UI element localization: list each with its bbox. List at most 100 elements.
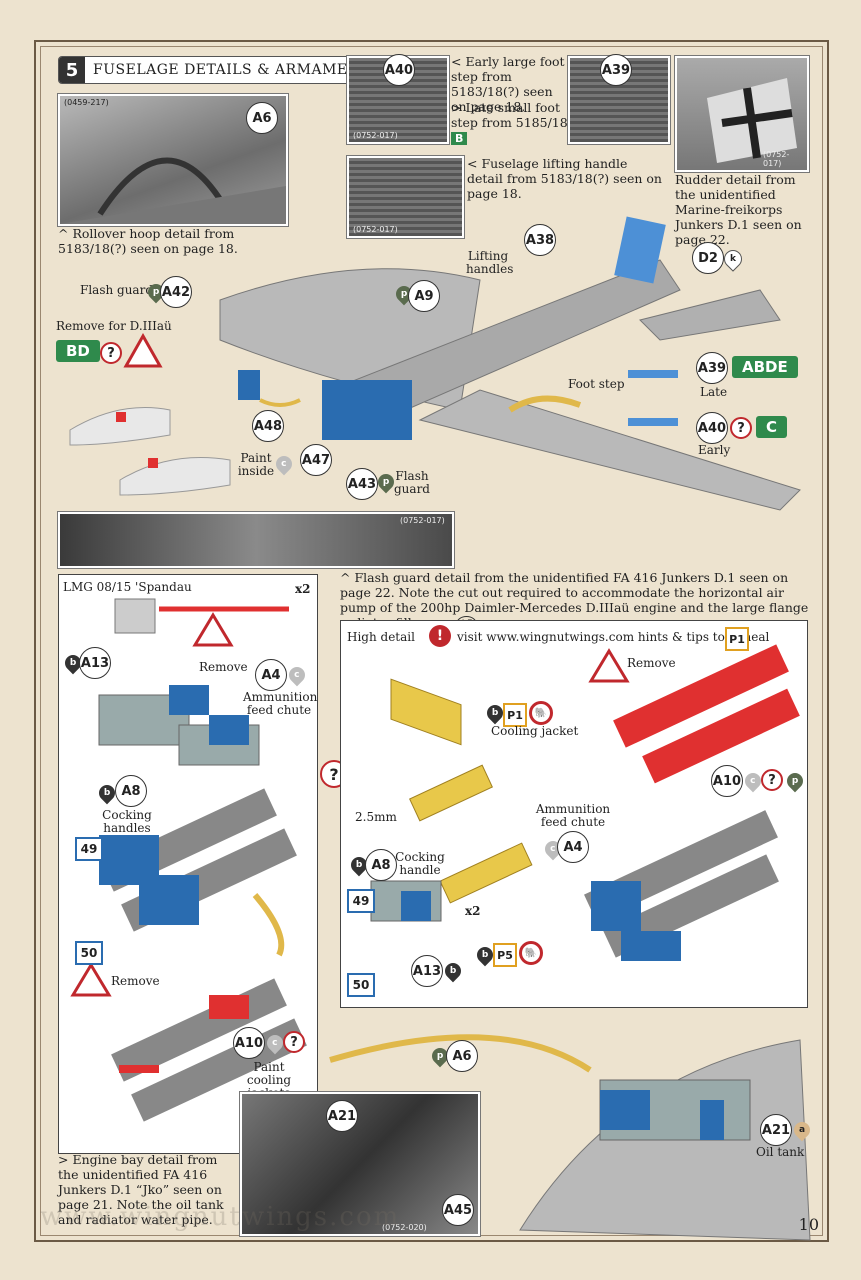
- callout-d2: D2: [692, 242, 724, 274]
- high-detail-title: High detail: [347, 630, 415, 644]
- hd-multiplier: x2: [465, 904, 481, 918]
- question-icon: ?: [761, 769, 783, 791]
- ammo-chute-hd-label: Ammunition feed chute: [535, 802, 611, 829]
- remove-for-label: Remove for D.IIIaü: [56, 319, 172, 333]
- lifting-handle-photo: (0752-017): [347, 156, 464, 238]
- remove-label: Remove: [627, 656, 676, 670]
- engine-bay-note: > Engine bay detail from the unidentifie…: [58, 1152, 224, 1227]
- early-step-note: < Early large foot step from 5183/18(?) …: [451, 54, 565, 114]
- photo-code: (0752-020): [382, 1223, 427, 1232]
- ammo-chute-label: Ammunition feed chute: [243, 690, 318, 717]
- photo-code: (0752-017): [353, 131, 398, 140]
- no-elephant-icon: 🐘: [519, 941, 543, 965]
- step-box-50-hd: 50: [347, 973, 375, 997]
- step-box-50: 50: [75, 941, 103, 965]
- visit-text: visit www.wingnutwings.com hints & tips …: [457, 630, 770, 644]
- question-icon: ?: [283, 1031, 305, 1053]
- callout-a45-photo: A45: [442, 1194, 474, 1226]
- high-detail-drawing: [370, 644, 800, 961]
- oil-tank-label: Oil tank: [756, 1145, 805, 1159]
- page-border: [34, 40, 829, 1242]
- question-icon: ?: [730, 417, 752, 439]
- remove-top-label: Remove: [199, 660, 248, 674]
- rollover-photo: (0459-217) A6: [58, 94, 288, 226]
- part-p1: P1: [503, 703, 527, 727]
- late-step-note: > Late small foot step from 5185/18 B: [451, 100, 568, 145]
- callout-a8: A8: [115, 775, 147, 807]
- step-header: 5 FUSELAGE DETAILS & ARMAMENT: [58, 56, 382, 84]
- watermark: www.wingnutwings.com: [40, 1202, 401, 1232]
- no-elephant-icon: 🐘: [529, 701, 553, 725]
- lmg-multiplier: x2: [295, 582, 311, 596]
- lmg-panel-title: LMG 08/15 'Spandau: [63, 580, 192, 594]
- cocking-handles-label: Cocking handles: [102, 808, 152, 835]
- callout-a6-bottom: A6: [446, 1040, 478, 1072]
- step-box-49: 49: [75, 837, 103, 861]
- measure-label: 2.5mm: [355, 810, 397, 824]
- badge-c: C: [756, 416, 788, 438]
- step-number: 5: [59, 57, 85, 83]
- photo-code: (0459-217): [64, 98, 109, 107]
- callout-a38: A38: [524, 224, 556, 256]
- callout-a10-hd: A10: [711, 765, 743, 797]
- early-label: Early: [698, 443, 731, 457]
- callout-a39-main: A39: [696, 352, 728, 384]
- aircraft-drawing: [69, 216, 801, 511]
- callout-a42: A42: [160, 276, 192, 308]
- callout-a21-photo: A21: [326, 1100, 358, 1132]
- callout-a21-bottom: A21: [760, 1114, 792, 1146]
- callout-a43: A43: [346, 468, 378, 500]
- lifting-handle-note: < Fuselage lifting handle detail from 51…: [467, 156, 662, 201]
- callout-a13: A13: [79, 647, 111, 679]
- photo-code: (0752-017): [353, 225, 398, 234]
- cooling-jacket-label: Cooling jacket: [491, 724, 579, 738]
- callout-a47: A47: [300, 444, 332, 476]
- page-number: 10: [798, 1215, 819, 1234]
- photo-code: (0752-017): [763, 150, 790, 168]
- step-box-49-hd: 49: [347, 889, 375, 913]
- callout-a10: A10: [233, 1027, 265, 1059]
- late-label: Late: [700, 385, 728, 399]
- cocking-handle-label: Cocking handle: [395, 850, 445, 877]
- callout-a6: A6: [246, 102, 278, 134]
- step-title: FUSELAGE DETAILS & ARMAMENT: [93, 62, 371, 78]
- flash-guard-top-label: Flash guard: [80, 283, 154, 297]
- remove-bottom-label: Remove: [111, 974, 160, 988]
- callout-a9: A9: [408, 280, 440, 312]
- lifting-handles-label: Lifting handles: [466, 249, 514, 276]
- remove-warning-icon: [123, 332, 163, 368]
- engine-bay-photo: A21 A45 (0752-020): [240, 1092, 480, 1236]
- warning-icon: !: [429, 625, 451, 647]
- cockpit-drawing: [329, 1034, 811, 1241]
- rollover-hoop-drawing: [60, 157, 286, 224]
- callout-a40: A40: [383, 54, 415, 86]
- callout-a8-hd: A8: [365, 849, 397, 881]
- late-step-badge: B: [451, 132, 468, 145]
- callout-a48: A48: [252, 410, 284, 442]
- rudder-cross-drawing: [707, 78, 797, 163]
- part-p5: P5: [493, 943, 517, 967]
- callout-a39: A39: [600, 54, 632, 86]
- callout-a4: A4: [255, 659, 287, 691]
- callout-a13-hd: A13: [411, 955, 443, 987]
- anneal-ref-p1: P1: [725, 627, 749, 651]
- high-detail-panel: High detail ! visit www.wingnutwings.com…: [340, 620, 808, 1008]
- photo-code: (0752-017): [400, 516, 445, 525]
- rudder-note: Rudder detail from the unidentified Mari…: [675, 172, 802, 247]
- callout-a40-main: A40: [696, 412, 728, 444]
- lmg-assembly-drawing: [70, 598, 307, 1122]
- paint-inside-label: Paint inside: [237, 451, 275, 478]
- badge-bd: BD: [56, 340, 100, 362]
- rollover-note: ^ Rollover hoop detail from 5183/18(?) s…: [58, 226, 238, 256]
- foot-step-label: Foot step: [568, 377, 625, 391]
- flash-guard-bottom-label: Flash guard: [394, 469, 430, 496]
- rudder-photo: (0752-017): [675, 56, 809, 172]
- callout-a4-hd: A4: [557, 831, 589, 863]
- footstep-early-photo: A40 (0752-017): [347, 54, 449, 144]
- question-icon: ?: [100, 342, 122, 364]
- flashguard-photo: (0752-017): [58, 512, 454, 568]
- badge-abde: ABDE: [732, 356, 798, 378]
- lmg-panel: LMG 08/15 'Spandau x2 b A13 Remove A4 c …: [58, 574, 318, 1154]
- footstep-late-photo: A39: [568, 54, 670, 144]
